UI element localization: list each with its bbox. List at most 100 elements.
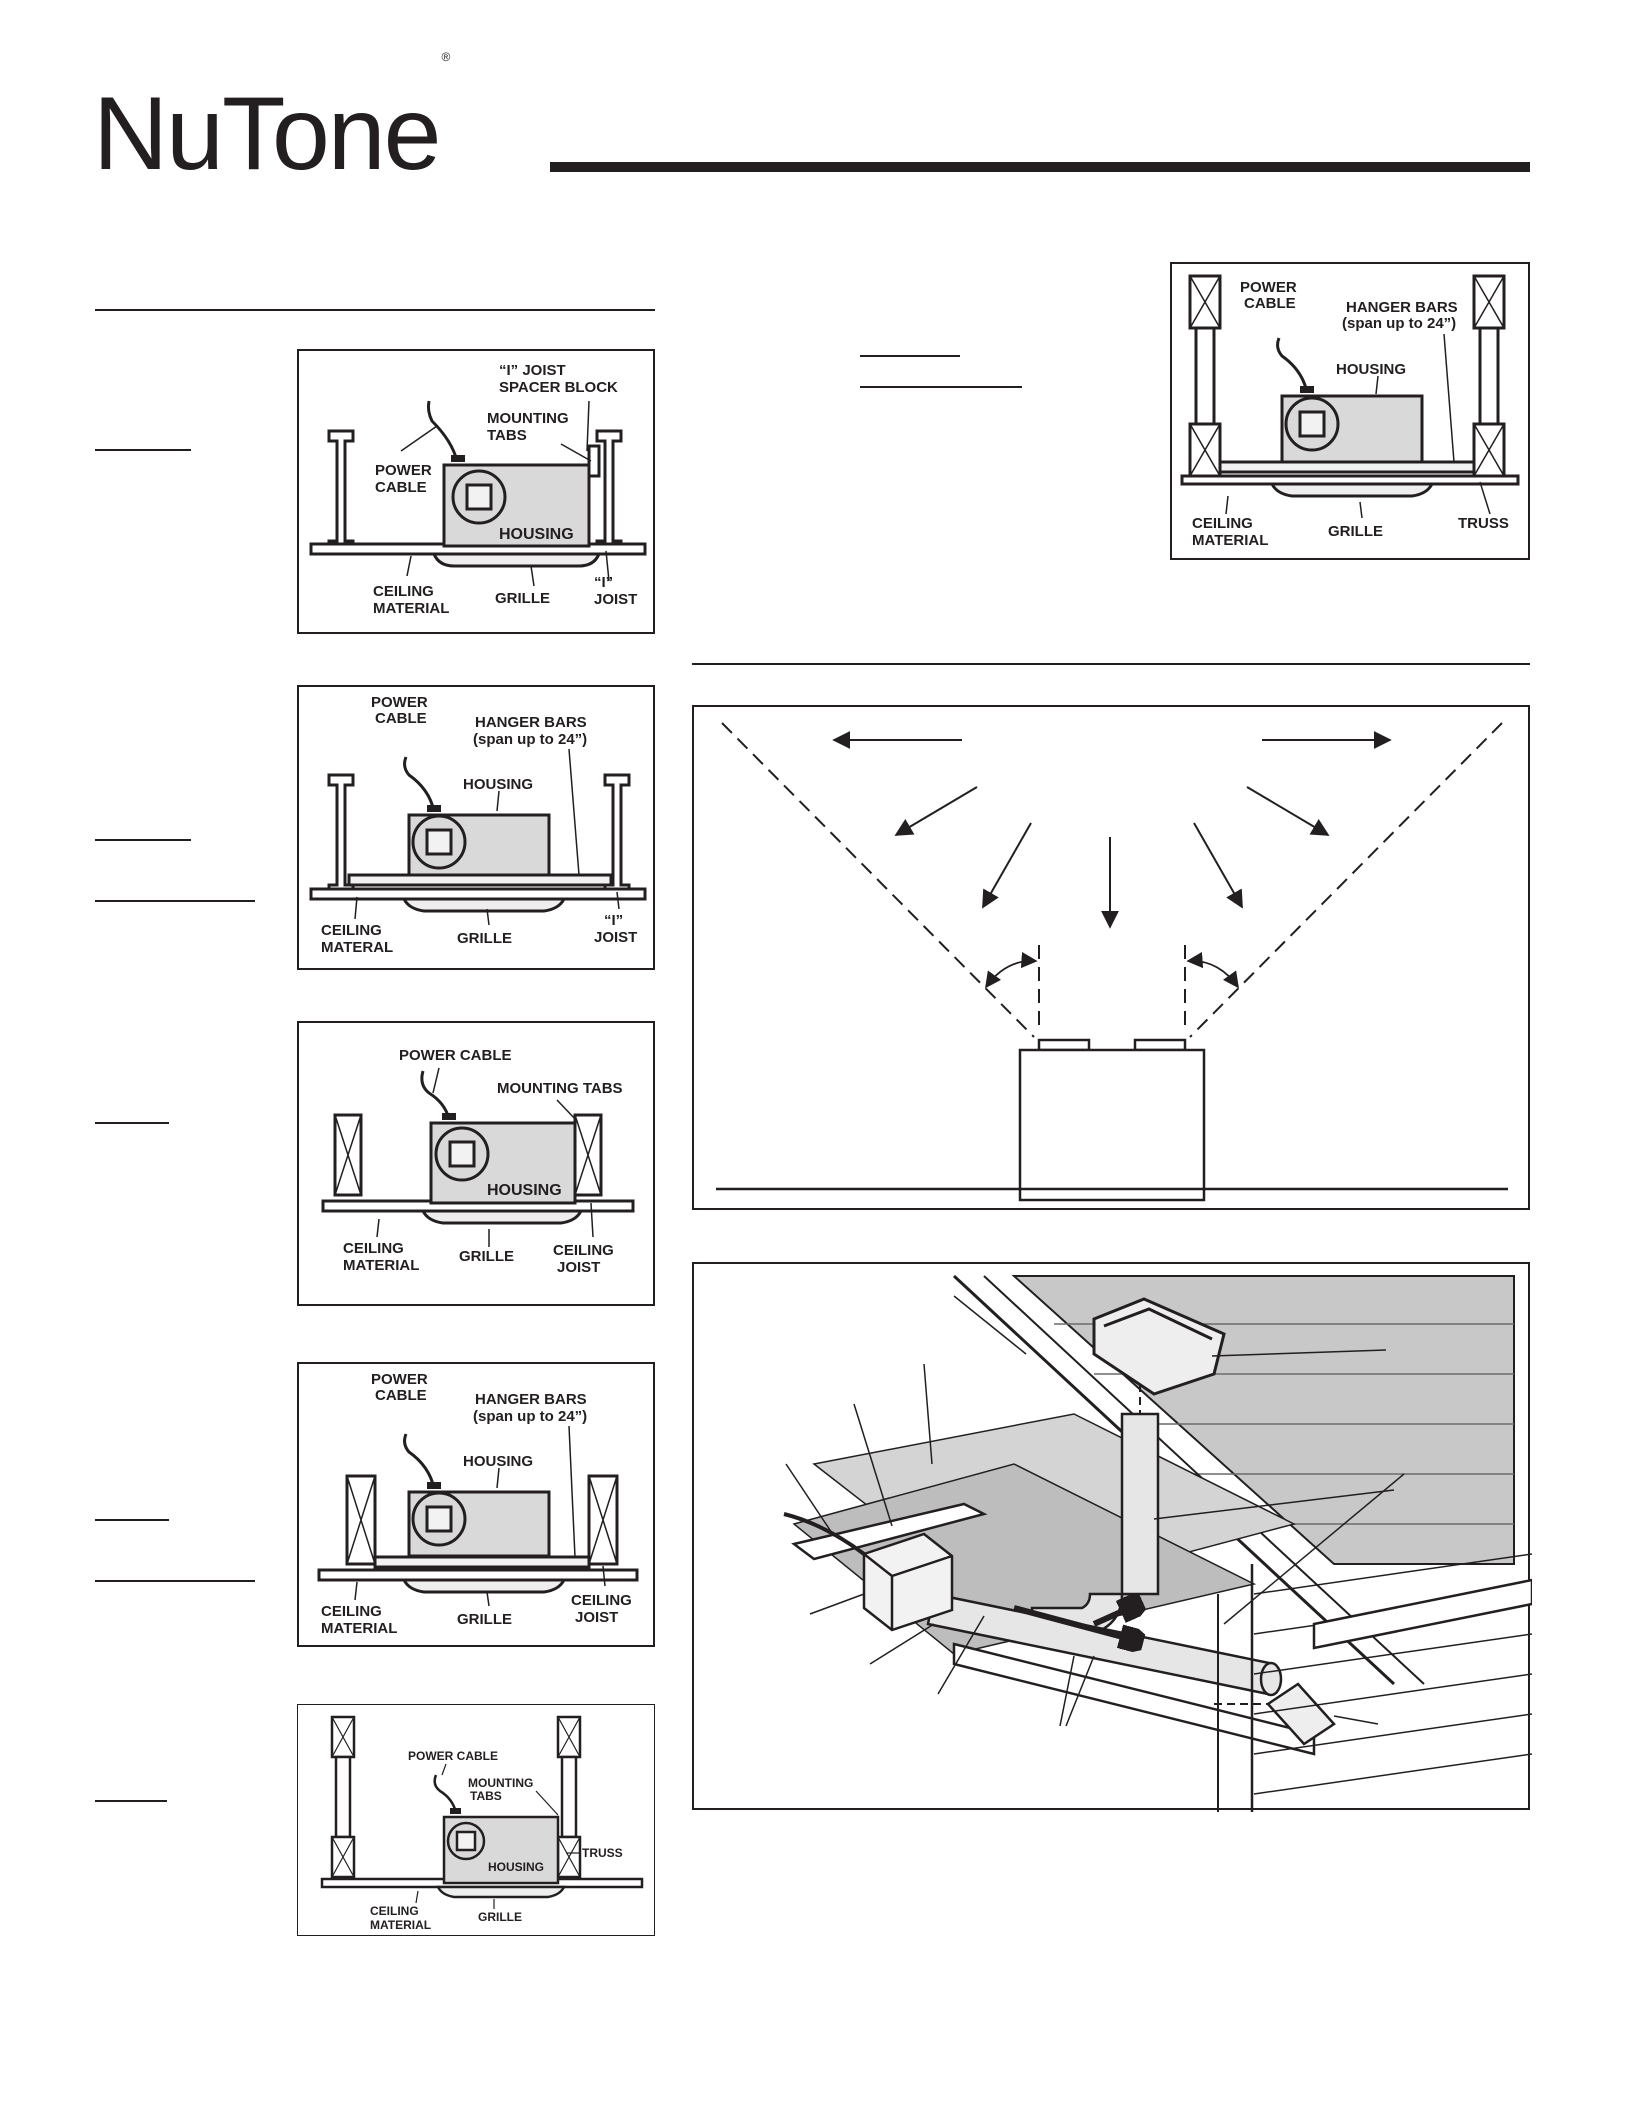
cable-connector: [442, 1113, 456, 1120]
truss-right-post: [1478, 326, 1500, 426]
label-hanger-2: (span up to 24”): [1342, 315, 1456, 332]
label-cable-1: POWER: [371, 1371, 428, 1388]
figure-ijoist-hanger-svg: POWER CABLE HANGER BARS (span up to 24”)…: [309, 694, 647, 956]
label-joist-2: JOIST: [594, 591, 637, 608]
grille: [420, 1209, 584, 1225]
label-housing: HOUSING: [488, 1860, 544, 1874]
arrow-diag-4: [1246, 786, 1330, 836]
figure-truss-hanger-svg: POWER CABLE HANGER BARS (span up to 24”)…: [1180, 274, 1520, 549]
label-cable-1: POWER: [371, 694, 428, 711]
label-joist-2: JOIST: [557, 1259, 600, 1276]
figure-ijoist-tabs-svg: “I” JOIST SPACER BLOCK MOUNTING TABS POW…: [309, 362, 647, 617]
label-ceiling-1: CEILING: [370, 1904, 419, 1918]
underline-mark: [860, 355, 960, 357]
label-ceiling-1: CEILING: [343, 1240, 404, 1257]
underline-mark: [860, 386, 1022, 388]
cable-connector: [427, 805, 441, 812]
hanger-bar: [347, 873, 613, 887]
grille: [1269, 482, 1435, 498]
fan-housing: [862, 1532, 954, 1632]
cable-connector: [451, 455, 465, 462]
figure-ijoist-mounting-tabs: “I” JOIST SPACER BLOCK MOUNTING TABS POW…: [297, 349, 655, 634]
power-cable-line: [426, 400, 459, 462]
label-joist-2: JOIST: [575, 1609, 618, 1626]
figure-truss-tabs-svg: POWER CABLE MOUNTING TABS HOUSING TRUSS …: [320, 1715, 644, 1932]
arrow-diag-1: [894, 786, 978, 836]
roof-cap: [1092, 1297, 1226, 1396]
label-grille: GRILLE: [1328, 523, 1383, 540]
figure-ijoist-hanger-bars: POWER CABLE HANGER BARS (span up to 24”)…: [297, 685, 655, 970]
label-tabs-2: TABS: [487, 427, 527, 444]
spacer-block: [587, 444, 601, 478]
label-ceiling-2: MATERIAL: [373, 600, 449, 617]
motor-plate: [425, 1505, 453, 1533]
underline-mark: [95, 1580, 255, 1582]
underline-mark: [95, 449, 191, 451]
figure-joist-hanger-svg: POWER CABLE HANGER BARS (span up to 24”)…: [317, 1371, 639, 1637]
power-cable: [783, 1512, 866, 1556]
truss-left-post: [1194, 326, 1216, 426]
label-joist-1: “I”: [594, 574, 613, 591]
label-ceiling-2: MATERIAL: [343, 1257, 419, 1274]
label-truss: TRUSS: [582, 1846, 623, 1860]
label-ceiling-1: CEILING: [321, 922, 382, 939]
truss-right-post: [560, 1755, 578, 1839]
label-ceiling-1: CEILING: [1192, 515, 1253, 532]
duct-collar-right: [1133, 1038, 1187, 1052]
figure-joist-hanger-bars: POWER CABLE HANGER BARS (span up to 24”)…: [297, 1362, 655, 1647]
left-angle-arc: [985, 951, 1038, 989]
label-hanger-1: HANGER BARS: [1346, 299, 1458, 316]
i-joist-right: [595, 429, 623, 553]
underline-mark: [95, 1519, 169, 1521]
label-housing: HOUSING: [487, 1182, 562, 1199]
label-spacer-2: SPACER BLOCK: [499, 379, 618, 396]
label-tabs-1: MOUNTING: [487, 410, 569, 427]
motor-plate: [425, 828, 453, 856]
right-section-rule: [692, 663, 1530, 665]
cable-connector: [1300, 386, 1314, 393]
label-housing: HOUSING: [1336, 361, 1406, 378]
label-tabs-1: MOUNTING: [468, 1776, 533, 1790]
figure-attic-installation: [692, 1262, 1532, 1812]
left-boundary-dashed: [721, 722, 1035, 1038]
airflow-arrow-1: [1013, 1605, 1134, 1640]
motor-plate: [455, 1830, 477, 1852]
label-cable-2: CABLE: [1244, 295, 1296, 312]
underline-mark: [95, 1122, 169, 1124]
label-hanger-2: (span up to 24”): [473, 1408, 587, 1425]
label-housing: HOUSING: [463, 1453, 533, 1470]
nutone-logo: NuTone®: [93, 51, 450, 186]
label-joist-1: “I”: [604, 912, 623, 929]
label-ceiling-2: MATERIAL: [1192, 532, 1268, 549]
label-grille: GRILLE: [459, 1248, 514, 1265]
label-ceiling-2: MATERIAL: [321, 1620, 397, 1637]
power-cable-line: [420, 1070, 451, 1120]
label-grille: GRILLE: [457, 930, 512, 947]
hanger-bar: [1218, 460, 1476, 474]
label-cable-1: POWER: [1240, 279, 1297, 296]
label-cable-2: CABLE: [375, 479, 427, 496]
hanger-bar: [373, 1555, 591, 1569]
right-angle-arc: [1186, 951, 1239, 989]
figure-joist-tabs-svg: POWER CABLE MOUNTING TABS HOUSING CEILIN…: [321, 1047, 635, 1276]
label-grille: GRILLE: [478, 1910, 522, 1924]
cable-connector: [427, 1482, 441, 1489]
label-joist-1: CEILING: [553, 1242, 614, 1259]
label-joist-2: JOIST: [594, 929, 637, 946]
label-tabs: MOUNTING TABS: [497, 1080, 623, 1097]
cable-connector: [450, 1808, 461, 1814]
logo-brand: NuTone: [93, 76, 441, 192]
label-cable: POWER CABLE: [408, 1749, 498, 1763]
power-cable-line: [403, 1433, 436, 1489]
label-grille: GRILLE: [495, 590, 550, 607]
attic-installation-svg: [783, 1274, 1532, 1812]
fan-housing-box: [1018, 1048, 1206, 1202]
label-spacer-1: “I” JOIST: [499, 362, 566, 379]
label-ceiling-2: MATERAL: [321, 939, 393, 956]
left-section-rule: [95, 309, 655, 311]
label-cable-2: CABLE: [375, 1387, 427, 1404]
power-cable-line: [433, 1774, 458, 1814]
label-ceiling-1: CEILING: [373, 583, 434, 600]
wall-vent: [1266, 1682, 1336, 1746]
label-housing: HOUSING: [463, 776, 533, 793]
